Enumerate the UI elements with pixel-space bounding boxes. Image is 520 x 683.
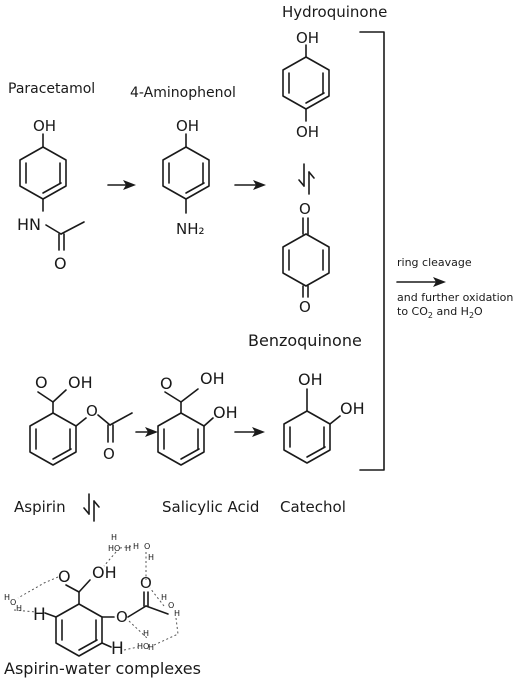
oxidation-label: and further oxidation: [397, 291, 513, 304]
atom-h: H: [33, 605, 46, 625]
structure-salicylic-acid: O OH OH: [157, 369, 238, 466]
label-hydroquinone: Hydroquinone: [282, 3, 387, 21]
atom-h: H: [108, 544, 114, 553]
atom-h: H: [16, 604, 22, 613]
atom-oh: OH: [176, 117, 199, 135]
equilibrium-arrow-hydroquinone-benzoquinone: [298, 163, 315, 195]
label-benzoquinone: Benzoquinone: [248, 331, 362, 350]
structure-benzoquinone: O O: [282, 200, 330, 316]
atom-o: O: [299, 200, 311, 218]
atom-o: O: [144, 542, 150, 551]
atom-oh: OH: [33, 117, 56, 135]
structure-paracetamol: OH HN O: [17, 117, 85, 273]
atom-oh: OH: [92, 563, 117, 582]
atom-h: H: [111, 639, 124, 659]
atom-o: O: [10, 598, 16, 607]
atom-h: H: [133, 542, 139, 551]
atom-o: O: [299, 298, 311, 316]
structure-hydroquinone: OH OH: [282, 29, 330, 141]
atom-oh: OH: [296, 123, 319, 141]
atom-oh: OH: [200, 369, 225, 388]
equilibrium-arrow-aspirin-complexes: [83, 493, 100, 522]
atom-h: H: [4, 593, 10, 602]
atom-oh: OH: [340, 399, 365, 418]
atom-o: O: [35, 373, 48, 392]
atom-o: O: [116, 608, 128, 626]
arrow-paracetamol-to-aminophenol: [107, 180, 136, 190]
label-aspirin: Aspirin: [14, 498, 66, 516]
atom-o: O: [86, 402, 98, 420]
atom-h: H: [148, 643, 154, 652]
atom-h: H: [111, 533, 117, 542]
atom-h: H: [125, 544, 131, 553]
atom-ho: HO: [137, 642, 149, 651]
products-label: to CO2 and H2O: [397, 305, 483, 320]
label-aspirin-water-complexes: Aspirin-water complexes: [4, 659, 201, 678]
atom-oh: OH: [298, 370, 323, 389]
label-paracetamol: Paracetamol: [8, 81, 95, 97]
bracket: [359, 31, 385, 471]
structure-aspirin-water-complex: O OH H H O O H H O H H O H H O H H O H H…: [4, 533, 180, 659]
atom-oh: OH: [68, 373, 93, 392]
atom-o: O: [168, 601, 174, 610]
arrow-salicylic-acid-to-catechol: [234, 427, 265, 437]
atom-nh2: NH₂: [176, 220, 205, 238]
atom-h: H: [148, 553, 154, 562]
atom-oh: OH: [213, 403, 238, 422]
label-4-aminophenol: 4-Aminophenol: [130, 85, 236, 101]
structure-4-aminophenol: OH NH₂: [162, 117, 210, 238]
atom-o: O: [54, 254, 67, 273]
atom-o: O: [140, 574, 152, 592]
atom-o: O: [114, 544, 120, 553]
atom-o: O: [58, 567, 71, 586]
label-catechol: Catechol: [280, 498, 346, 516]
atom-oh: OH: [296, 29, 319, 47]
atom-h: H: [143, 629, 149, 638]
atom-h: H: [174, 609, 180, 618]
atom-o: O: [160, 374, 173, 393]
structure-catechol: OH OH: [283, 370, 365, 464]
arrow-aminophenol-to-hydroquinone: [234, 180, 266, 190]
label-salicylic-acid: Salicylic Acid: [162, 498, 259, 516]
atom-o: O: [103, 445, 115, 463]
arrow-aspirin-to-salicylic-acid: [135, 427, 158, 437]
ring-cleavage-label: ring cleavage: [397, 256, 472, 269]
atom-hn: HN: [17, 215, 41, 234]
structure-aspirin: O OH O O: [29, 373, 133, 466]
arrow-ring-cleavage: [396, 277, 446, 287]
atom-h: H: [161, 593, 167, 602]
